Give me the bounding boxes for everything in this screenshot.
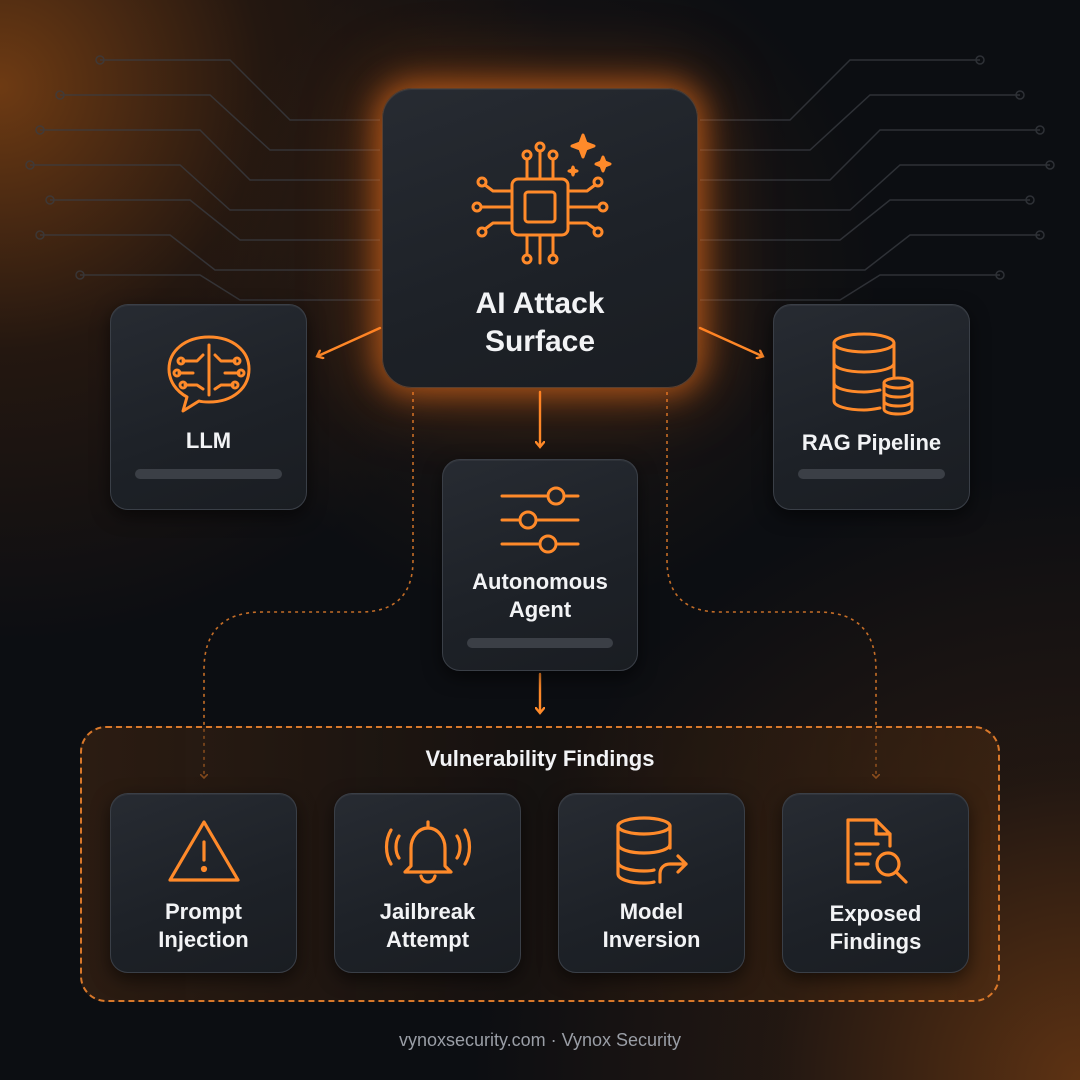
finding-label-exposed-findings: Exposed Findings bbox=[829, 901, 922, 954]
alarm-bell-icon bbox=[383, 816, 473, 884]
progress-bar-autonomous-agent bbox=[467, 638, 613, 648]
circuit-traces-right bbox=[700, 55, 1055, 301]
finding-card-model-inversion: Model Inversion bbox=[558, 793, 745, 973]
footer-credit: vynoxsecurity.com · Vynox Security bbox=[398, 1030, 682, 1050]
database-icon bbox=[826, 331, 918, 417]
warning-triangle-icon bbox=[166, 818, 242, 884]
finding-label-prompt-injection: Prompt Injection bbox=[158, 899, 249, 952]
progress-bar-llm bbox=[135, 469, 282, 479]
finding-label-jailbreak-attempt: Jailbreak Attempt bbox=[379, 899, 476, 952]
finding-label-model-inversion: Model Inversion bbox=[602, 899, 701, 952]
finding-card-exposed-findings: Exposed Findings bbox=[782, 793, 969, 973]
hub-card-ai-attack-surface: AI Attack Surface bbox=[382, 88, 698, 388]
hub-title: AI Attack Surface bbox=[475, 287, 605, 358]
group-title: Vulnerability Findings bbox=[425, 746, 655, 771]
node-label-rag-pipeline: RAG Pipeline bbox=[801, 430, 942, 455]
node-card-rag-pipeline: RAG Pipeline bbox=[773, 304, 970, 510]
circuit-traces-left bbox=[25, 55, 380, 301]
chat-brain-icon bbox=[163, 331, 255, 415]
node-label-llm: LLM bbox=[185, 428, 232, 453]
document-search-icon bbox=[840, 816, 912, 888]
sliders-icon bbox=[498, 486, 582, 556]
node-card-autonomous-agent: Autonomous Agent bbox=[442, 459, 638, 671]
node-label-autonomous-agent: Autonomous Agent bbox=[472, 569, 608, 622]
ai-chip-sparkle-icon bbox=[465, 129, 615, 269]
node-card-llm: LLM bbox=[110, 304, 307, 510]
dotted-connectors bbox=[204, 392, 876, 778]
database-export-icon bbox=[614, 816, 690, 886]
finding-card-jailbreak-attempt: Jailbreak Attempt bbox=[334, 793, 521, 973]
finding-card-prompt-injection: Prompt Injection bbox=[110, 793, 297, 973]
solid-arrows bbox=[318, 326, 762, 712]
progress-bar-rag-pipeline bbox=[798, 469, 945, 479]
